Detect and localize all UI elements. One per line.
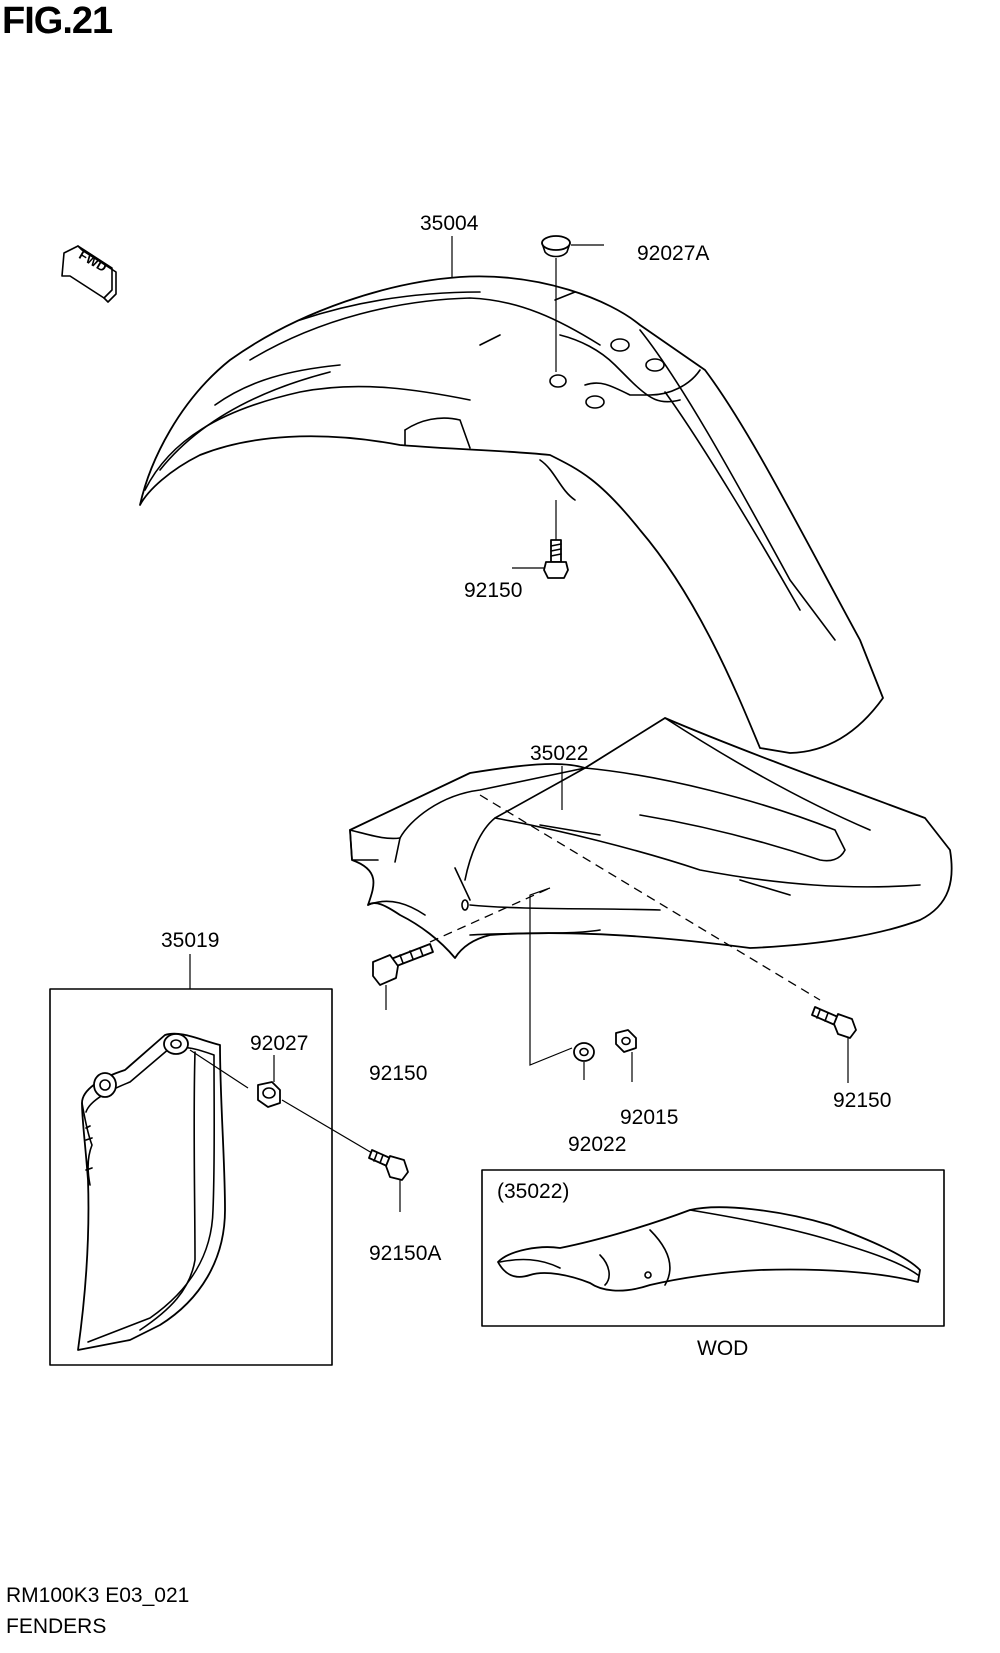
label-35004: 35004: [420, 212, 479, 235]
number-plate-drawing: [77, 1032, 226, 1351]
bolt-rear-left-drawing: [372, 943, 434, 1010]
install-line-right: [479, 794, 821, 1001]
rear-fender-drawing: [349, 717, 953, 959]
label-35019: 35019: [161, 929, 219, 952]
variant-box: [481, 1169, 945, 1327]
label-92150-rear-right: 92150: [833, 1089, 891, 1112]
figure-code: RM100K3 E03_021: [6, 1584, 190, 1607]
variant-box-label: (35022): [497, 1180, 569, 1203]
grommet-92027a-drawing: [541, 235, 604, 372]
variant-label: WOD: [697, 1337, 748, 1360]
label-92150-rear-left: 92150: [369, 1062, 427, 1085]
label-92150a: 92150A: [369, 1242, 441, 1265]
label-35022: 35022: [530, 742, 588, 765]
label-92027a: 92027A: [637, 242, 709, 265]
label-92015: 92015: [620, 1106, 678, 1129]
fwd-arrow-icon: FWD: [61, 245, 117, 303]
label-92150-front: 92150: [464, 579, 522, 602]
front-fender-drawing: [139, 275, 884, 754]
bolt-front-drawing: [512, 500, 569, 579]
bolt-92150a-drawing: [281, 1099, 409, 1212]
nut-92015-drawing: [615, 1029, 637, 1082]
install-line-washer: [529, 887, 573, 1066]
grommet-92027-drawing: [189, 1049, 281, 1108]
variant-fender-drawing: [497, 1206, 921, 1292]
washer-92022-drawing: [573, 1042, 595, 1080]
figure-title: FIG.21: [2, 0, 113, 42]
bolt-rear-right-drawing: [811, 1006, 857, 1083]
figure-name: FENDERS: [6, 1615, 107, 1638]
fwd-label: FWD: [76, 247, 109, 275]
label-92022: 92022: [568, 1133, 626, 1156]
label-92027: 92027: [250, 1032, 308, 1055]
number-plate-box: [49, 988, 333, 1366]
